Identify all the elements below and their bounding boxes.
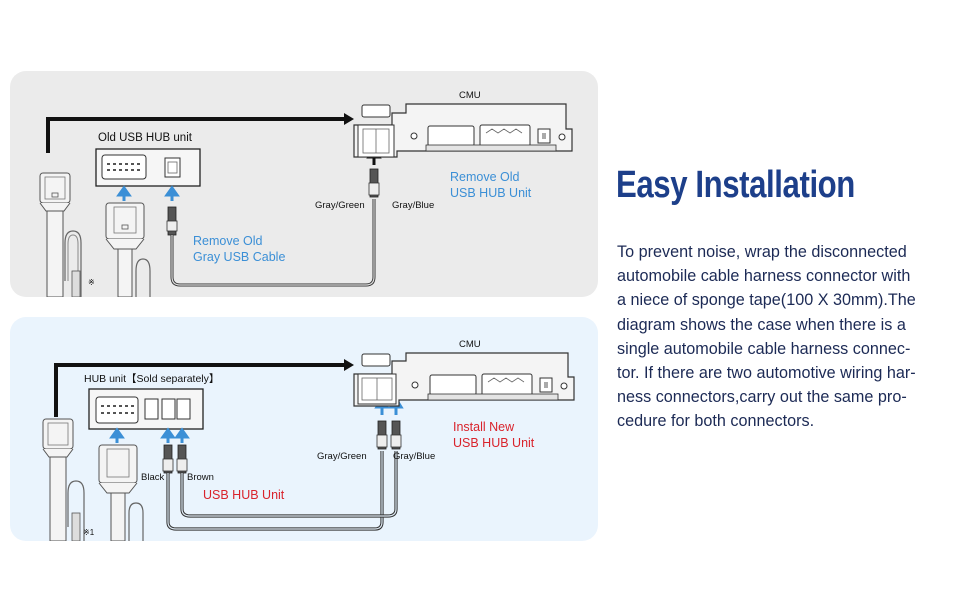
- wire-gray-blue-label: Gray/Blue: [393, 451, 435, 462]
- insert-arrow-icon: [116, 185, 132, 201]
- usb-hub-unit-note: USB HUB Unit: [203, 488, 285, 502]
- description-line: To prevent noise, wrap the disconnected: [617, 243, 907, 261]
- description-line: a niece of sponge tape(100 X 30mm).The: [617, 291, 916, 310]
- cmu-unit: [353, 103, 573, 158]
- install-hub-note-2: USB HUB Unit: [453, 436, 535, 450]
- footnote-mark: ※: [88, 278, 95, 287]
- remove-hub-note-1: Remove Old: [450, 170, 520, 184]
- old-usb-hub-unit: [95, 148, 201, 187]
- insert-arrow-icon: [160, 427, 176, 443]
- harness-arrow-icon: [344, 113, 354, 125]
- cmu-label: CMU: [459, 90, 481, 101]
- remove-cable-note-1: Remove Old: [193, 234, 263, 248]
- wire-gray-blue-label: Gray/Blue: [392, 200, 434, 211]
- hub-harness-connector-icon: [98, 444, 144, 541]
- install-hub-note-1: Install New: [453, 420, 515, 434]
- wire-gray-green-label: Gray/Green: [315, 200, 365, 211]
- harness-arrow-icon: [344, 359, 354, 371]
- installation-description: To prevent noise, wrap the disconnected …: [617, 240, 957, 434]
- description-line: automobile cable harness connector with: [617, 267, 911, 286]
- remove-old-hub-diagram: ※ Old USB HUB unit: [10, 71, 598, 297]
- install-new-hub-svg: ※1 HUB unit【Sold separately】: [42, 339, 575, 541]
- page-heading: Easy Installation: [616, 164, 855, 206]
- description-line: cedure for both connectors.: [617, 412, 815, 431]
- wire-brown-label: Brown: [187, 472, 214, 483]
- description-line: ness connectors,carry out the same pro-: [617, 388, 907, 407]
- remove-hub-note-2: USB HUB Unit: [450, 186, 532, 200]
- wire-black-label: Black: [141, 472, 164, 483]
- harness-line: [54, 363, 348, 417]
- cmu-unit: [353, 352, 575, 407]
- insert-arrow-icon: [109, 427, 125, 443]
- insert-arrow-icon: [164, 185, 180, 201]
- harness-line: [46, 117, 348, 153]
- vehicle-connector-icon: ※: [39, 172, 95, 297]
- wire-gray-green-label: Gray/Green: [317, 451, 367, 462]
- install-new-hub-diagram: ※1 HUB unit【Sold separately】: [10, 317, 598, 541]
- remove-old-hub-svg: ※ Old USB HUB unit: [39, 90, 573, 297]
- description-line: tor. If there are two automotive wiring …: [617, 364, 916, 383]
- old-hub-label: Old USB HUB unit: [98, 132, 193, 144]
- old-gray-usb-cable: [166, 168, 380, 287]
- footnote-mark: ※1: [83, 528, 95, 537]
- hub-harness-connector-icon: [105, 202, 151, 297]
- description-line: single automobile cable harness connec-: [617, 339, 911, 358]
- new-hub-label: HUB unit【Sold separately】: [84, 373, 219, 385]
- vehicle-connector-icon: ※1: [42, 418, 95, 541]
- remove-cable-note-2: Gray USB Cable: [193, 250, 285, 264]
- new-usb-hub-unit: [88, 388, 204, 430]
- description-line: diagram shows the case when there is a: [617, 315, 906, 334]
- new-usb-cables: [162, 420, 402, 531]
- insert-arrow-icon: [174, 427, 190, 443]
- cmu-label: CMU: [459, 339, 481, 350]
